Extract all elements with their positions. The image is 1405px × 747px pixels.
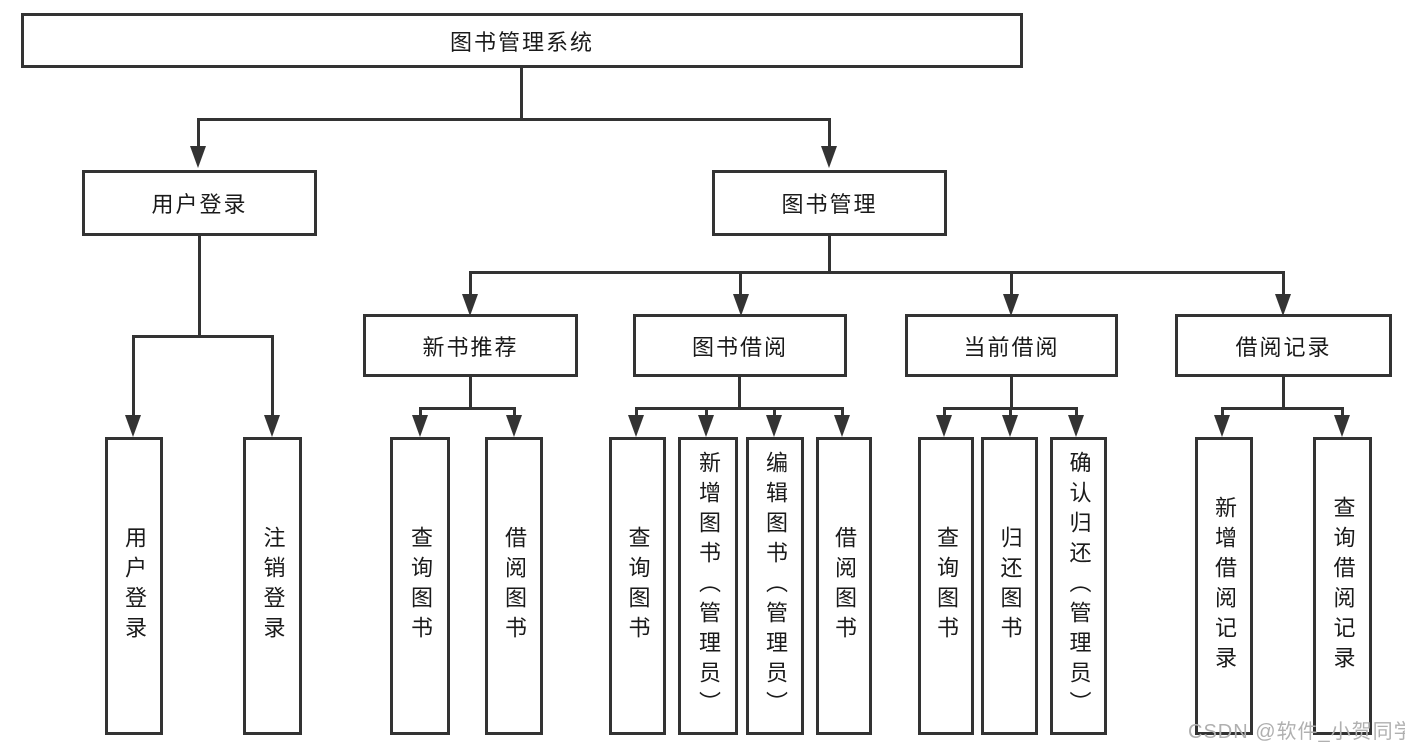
connector-to-current-borrow [1010, 271, 1013, 299]
arrowhead-leaf-logout [264, 415, 280, 437]
connector-to-bb-add [705, 407, 708, 419]
connector-to-br-query [1341, 407, 1344, 419]
connector-to-bb-edit [773, 407, 776, 419]
leaf-user-login: 用户登录 [105, 437, 163, 735]
leaf-bb-query-book: 查询图书 [609, 437, 666, 735]
connector-borrow-record-stem [1282, 377, 1285, 407]
leaf-br-add-record-label: 新增借阅记录 [1212, 496, 1237, 676]
connector-to-leaf-login [132, 335, 135, 420]
leaf-nb-borrow-book-label: 借阅图书 [502, 526, 527, 646]
connector-to-bb-borrow [841, 407, 844, 419]
connector-user-login-split [132, 335, 274, 338]
arrowhead-br-add [1214, 415, 1230, 437]
node-book-borrow-label: 图书借阅 [691, 334, 788, 360]
arrowhead-user-login [190, 146, 206, 168]
connector-to-new-book [469, 271, 472, 299]
leaf-bb-edit-book: 编辑图书（管理员） [746, 437, 804, 735]
leaf-br-query-record-label: 查询借阅记录 [1330, 496, 1356, 676]
leaf-nb-borrow-book: 借阅图书 [485, 437, 543, 735]
connector-to-leaf-logout [271, 335, 274, 420]
connector-to-bb-query [635, 407, 638, 419]
connector-new-book-stem [469, 377, 472, 407]
node-new-book-recommend: 新书推荐 [363, 314, 578, 377]
leaf-br-add-record: 新增借阅记录 [1195, 437, 1253, 735]
arrowhead-bb-borrow [834, 415, 850, 437]
arrowhead-nb-query [412, 415, 428, 437]
node-current-borrow: 当前借阅 [905, 314, 1118, 377]
arrowhead-br-query [1334, 415, 1350, 437]
arrowhead-bb-add [698, 415, 714, 437]
connector-new-book-split [419, 407, 516, 410]
connector-to-book-borrow [739, 271, 742, 299]
arrowhead-current-borrow [1003, 294, 1019, 316]
connector-borrow-record-split [1221, 407, 1344, 410]
arrowhead-bb-edit [766, 415, 782, 437]
arrowhead-book-borrow [733, 294, 749, 316]
connector-to-cb-confirm [1075, 407, 1078, 419]
arrowhead-borrow-record [1275, 294, 1291, 316]
node-new-book-label: 新书推荐 [422, 334, 519, 360]
arrowhead-new-book [462, 294, 478, 316]
leaf-br-query-record: 查询借阅记录 [1313, 437, 1372, 735]
leaf-cb-confirm-return: 确认归还（管理员） [1050, 437, 1107, 735]
leaf-nb-query-book: 查询图书 [390, 437, 450, 735]
connector-user-login-stem [198, 236, 201, 335]
arrowhead-bb-query [628, 415, 644, 437]
connector-current-borrow-stem [1010, 377, 1013, 407]
connector-to-user-login [197, 118, 200, 150]
connector-to-borrow-record [1282, 271, 1285, 299]
leaf-cb-query-book-label: 查询图书 [934, 526, 959, 646]
arrowhead-book-mgmt [821, 146, 837, 168]
node-user-login-label: 用户登录 [151, 192, 248, 217]
leaf-cb-return-book-label: 归还图书 [997, 526, 1023, 646]
connector-to-cb-query [943, 407, 946, 419]
arrowhead-nb-borrow [506, 415, 522, 437]
node-user-login: 用户登录 [82, 170, 317, 236]
leaf-logout-label: 注销登录 [260, 526, 286, 646]
leaf-bb-add-book: 新增图书（管理员） [678, 437, 738, 735]
leaf-cb-query-book: 查询图书 [918, 437, 974, 735]
watermark: CSDN @软件_小贺同学 [1188, 721, 1405, 743]
leaf-bb-edit-book-label: 编辑图书（管理员） [763, 451, 788, 721]
node-root-label: 图书管理系统 [449, 29, 594, 55]
arrowhead-cb-return [1002, 415, 1018, 437]
leaf-cb-return-book: 归还图书 [981, 437, 1038, 735]
connector-book-mgmt-stem [828, 236, 831, 271]
leaf-bb-add-book-label: 新增图书（管理员） [696, 451, 721, 721]
arrowhead-leaf-login [125, 415, 141, 437]
connector-to-book-mgmt [828, 118, 831, 150]
arrowhead-cb-confirm [1068, 415, 1084, 437]
leaf-user-login-label: 用户登录 [122, 526, 147, 646]
leaf-cb-confirm-return-label: 确认归还（管理员） [1066, 451, 1092, 721]
leaf-bb-borrow-book-label: 借阅图书 [832, 526, 857, 646]
node-root: 图书管理系统 [21, 13, 1023, 68]
arrowhead-cb-query [936, 415, 952, 437]
connector-root-split [197, 118, 831, 121]
connector-to-nb-borrow [513, 407, 516, 419]
node-book-mgmt: 图书管理 [712, 170, 947, 236]
connector-book-borrow-stem [738, 377, 741, 407]
connector-to-nb-query [419, 407, 422, 419]
node-current-borrow-label: 当前借阅 [963, 334, 1060, 360]
connector-book-borrow-split [635, 407, 844, 410]
connector-to-cb-return [1009, 407, 1012, 419]
connector-to-br-add [1221, 407, 1224, 419]
connector-book-mgmt-split [469, 271, 1285, 274]
node-book-borrow: 图书借阅 [633, 314, 847, 377]
node-borrow-record: 借阅记录 [1175, 314, 1392, 377]
connector-root-stem [520, 68, 523, 118]
leaf-nb-query-book-label: 查询图书 [408, 526, 433, 646]
leaf-bb-query-book-label: 查询图书 [625, 526, 651, 646]
leaf-bb-borrow-book: 借阅图书 [816, 437, 872, 735]
leaf-logout: 注销登录 [243, 437, 302, 735]
node-book-mgmt-label: 图书管理 [781, 192, 878, 217]
node-borrow-record-label: 借阅记录 [1235, 334, 1332, 360]
